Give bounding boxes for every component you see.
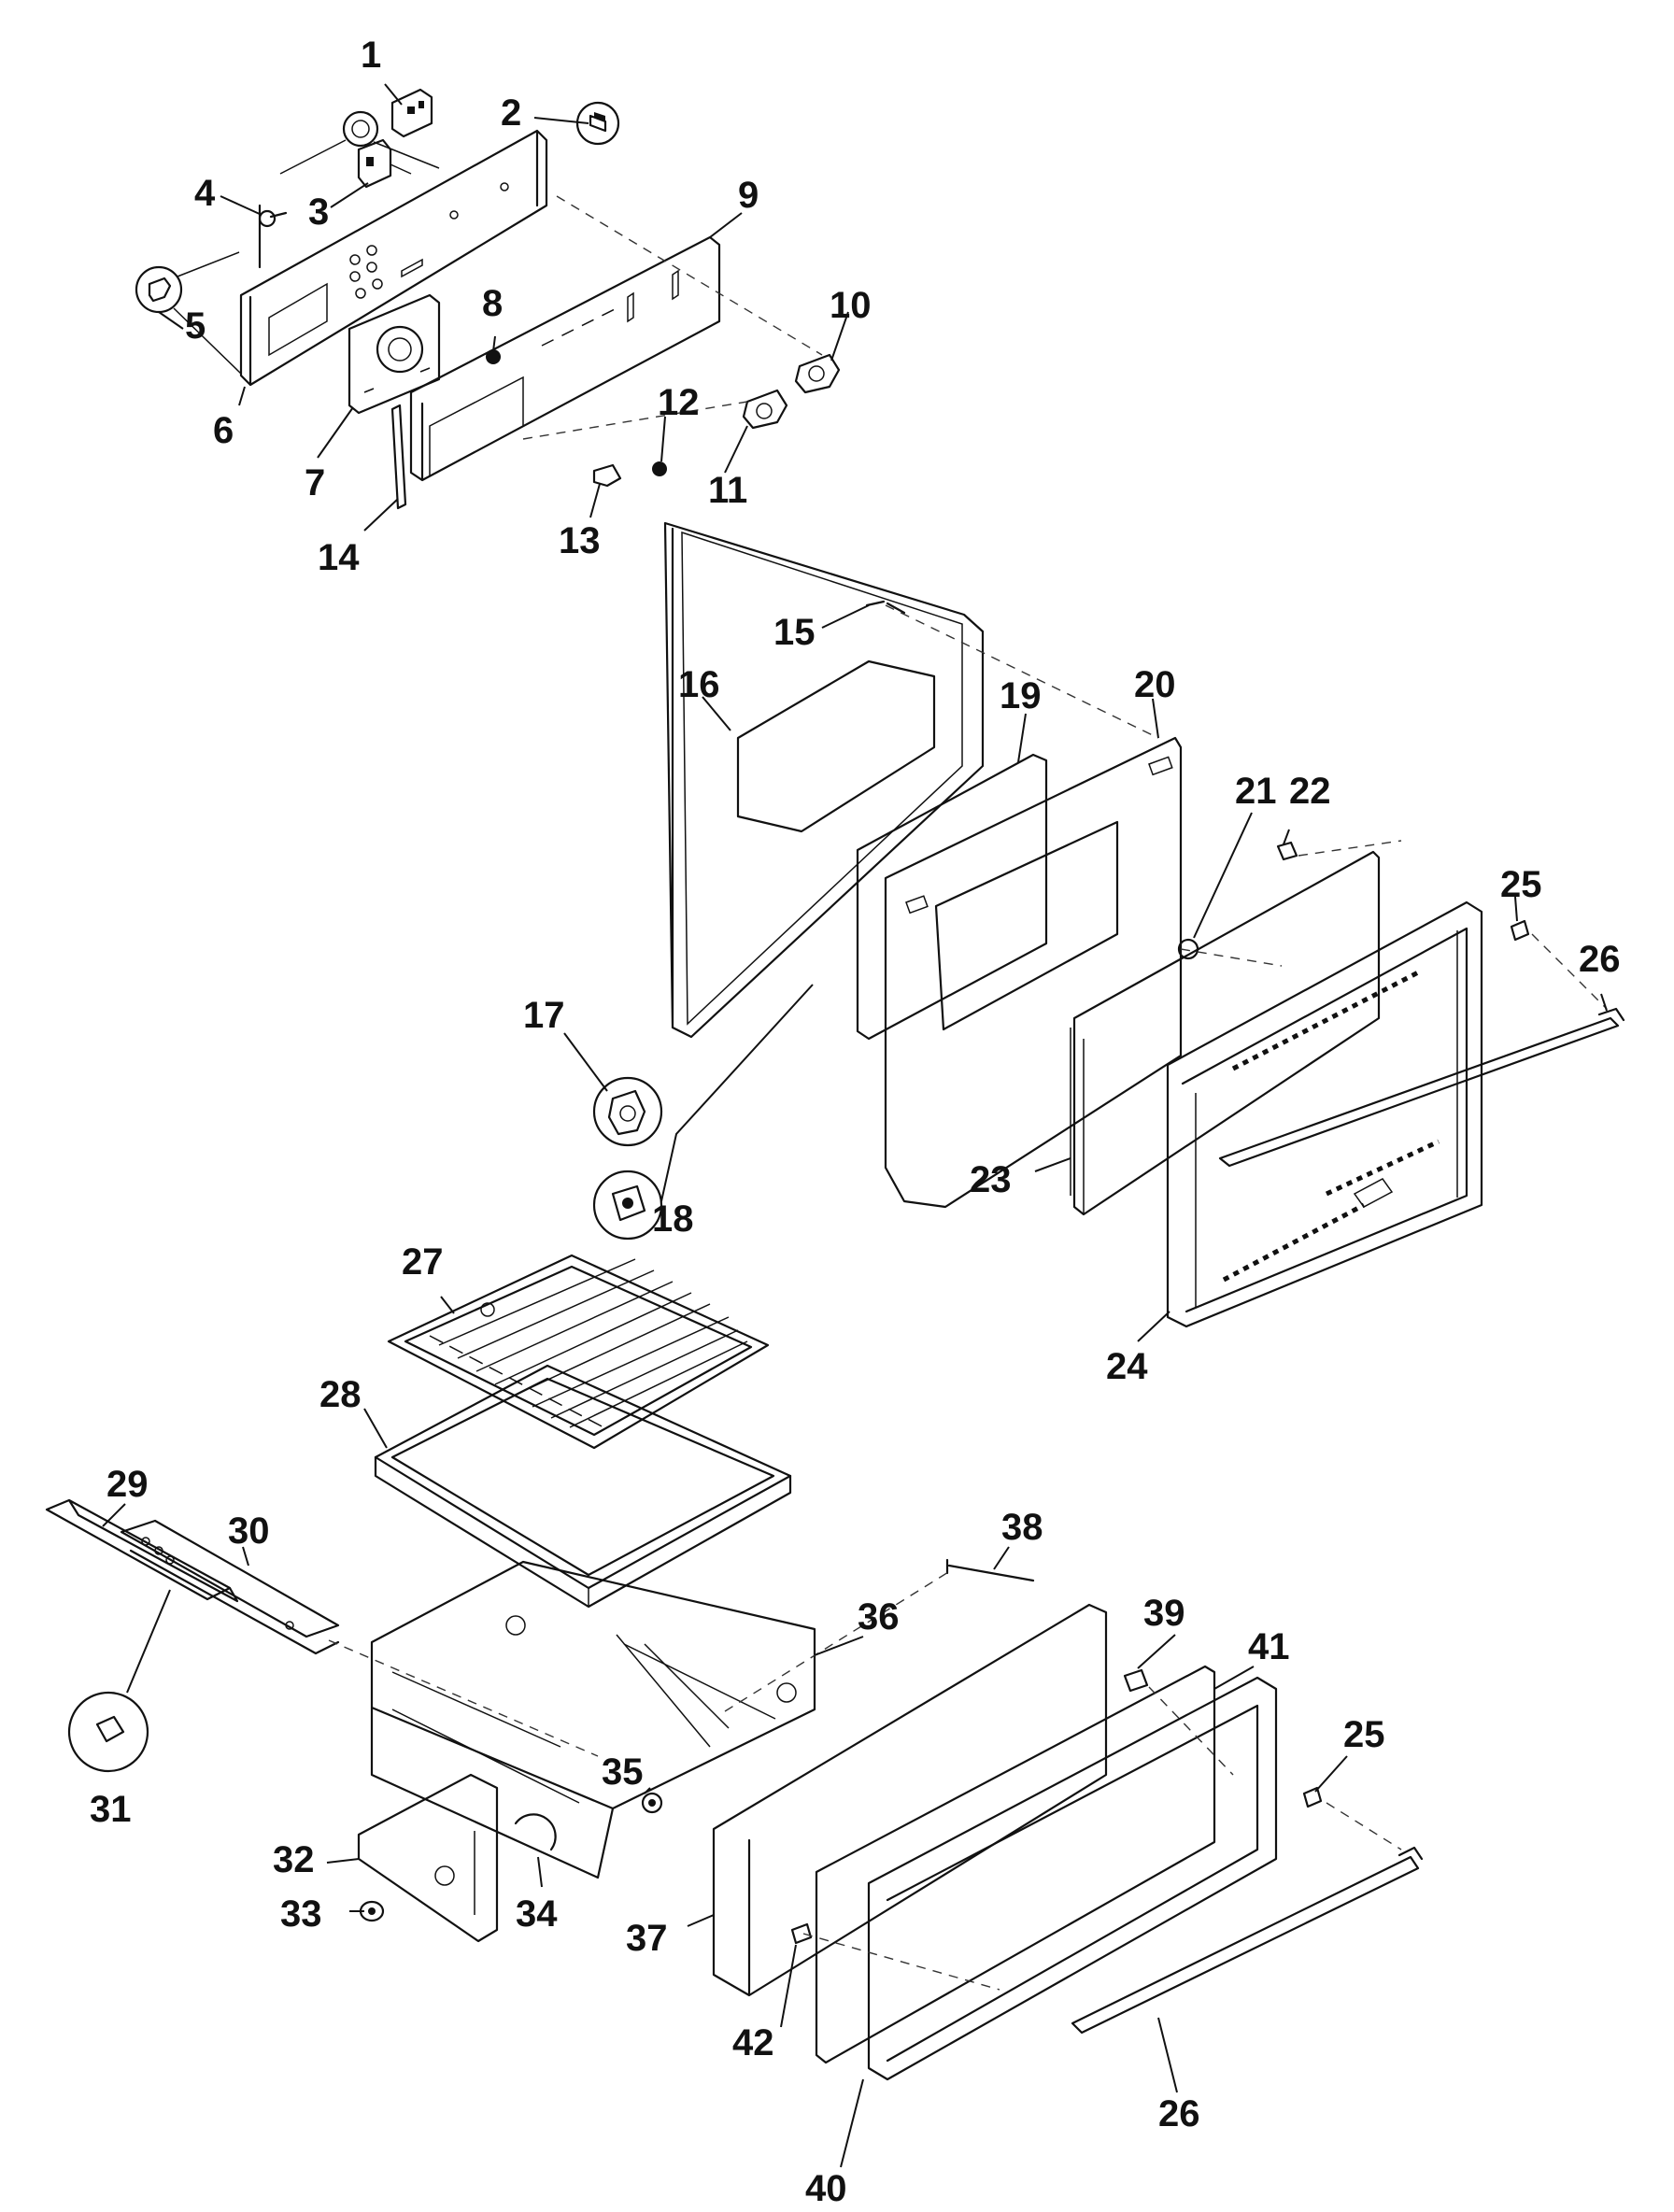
trim-strip [390, 404, 407, 510]
callout-41: 41 [1248, 1626, 1290, 1667]
callout-9: 9 [738, 175, 759, 216]
drawer-handle-bracket [1302, 1786, 1323, 1808]
hinge-clip [592, 1076, 663, 1147]
callout-3: 3 [308, 191, 329, 233]
broiler-drawer-body [370, 1560, 816, 1879]
handle-bracket [1510, 919, 1530, 942]
spacer [1276, 841, 1298, 861]
knob-13 [592, 463, 622, 488]
callout-17: 17 [523, 995, 565, 1036]
rail-holes [141, 1537, 294, 1630]
callout-31: 31 [90, 1789, 132, 1830]
callout-24: 24 [1106, 1346, 1148, 1387]
door-frame [1166, 900, 1483, 1328]
callout-16: 16 [678, 664, 720, 705]
callout-5: 5 [185, 305, 206, 347]
inner-door-panel [663, 521, 985, 1039]
callout-13: 13 [559, 520, 601, 561]
callout-22: 22 [1289, 771, 1331, 812]
clip [258, 204, 288, 269]
control-panel-backplate [239, 129, 548, 387]
drawer-handle [1071, 1846, 1424, 2035]
callout-39: 39 [1143, 1593, 1185, 1634]
long-screw [945, 1558, 1035, 1582]
callout-25-drawer: 25 [1343, 1714, 1385, 1755]
broiler-drawer-group [45, 1254, 1424, 2081]
callout-28: 28 [319, 1374, 362, 1415]
callout-11: 11 [708, 470, 747, 511]
door-frame-perforations [1222, 969, 1440, 1283]
drawer-spacer [1123, 1668, 1149, 1693]
callout-1: 1 [361, 35, 381, 76]
thermostat [279, 88, 440, 175]
callout-32: 32 [273, 1839, 315, 1880]
callout-42: 42 [732, 2022, 774, 2063]
callout-36: 36 [858, 1596, 900, 1638]
broiler-pan [374, 1364, 792, 1609]
callout-38: 38 [1001, 1507, 1043, 1548]
callout-4: 4 [194, 173, 216, 214]
door-glass [1072, 850, 1381, 1216]
oven-door-group [592, 521, 1625, 1328]
front-panel-slots [541, 269, 679, 347]
knob-10 [794, 353, 841, 394]
callout-26-door: 26 [1579, 939, 1621, 980]
door-liner [884, 736, 1183, 1209]
callout-20: 20 [1134, 664, 1176, 705]
knob-11 [742, 389, 788, 430]
callout-40: 40 [805, 2168, 847, 2209]
leader-lines [102, 83, 1608, 2168]
spring-clip [514, 1813, 557, 1851]
knob-dot [652, 461, 667, 476]
callout-19: 19 [1000, 675, 1042, 716]
callout-15: 15 [773, 612, 816, 653]
drawer-insulation [815, 1665, 1216, 2064]
callout-6: 6 [213, 410, 234, 451]
door-insulation [856, 753, 1048, 1041]
callout-23: 23 [970, 1159, 1012, 1200]
callout-labels: 1 2 3 4 5 6 7 8 9 10 11 12 13 14 15 16 1… [90, 35, 1621, 2209]
backplate-holes [349, 182, 509, 299]
knob-stem [486, 349, 501, 364]
door-liner-window [934, 820, 1119, 1031]
callout-37: 37 [626, 1918, 668, 1959]
rail-bracket [120, 1519, 340, 1655]
callout-2: 2 [501, 92, 521, 134]
callout-26-drawer: 26 [1158, 2093, 1200, 2134]
drawer-front-frame [867, 1676, 1278, 2081]
callout-18: 18 [652, 1198, 694, 1240]
drawer-bottom-screw [790, 1922, 813, 1945]
callout-27: 27 [402, 1241, 444, 1283]
door-screw [865, 600, 906, 615]
front-panel-window [429, 376, 524, 478]
drawer-inner-panel [712, 1603, 1108, 1997]
callout-34: 34 [516, 1893, 558, 1935]
door-handle [1218, 1007, 1625, 1168]
broiler-grid [387, 1254, 770, 1450]
callout-35: 35 [602, 1751, 644, 1793]
callout-14: 14 [318, 537, 360, 578]
callout-21: 21 [1235, 771, 1277, 812]
callout-8: 8 [482, 283, 503, 324]
callout-10: 10 [830, 285, 872, 326]
screw [575, 101, 620, 146]
drawer-screw [641, 1792, 663, 1814]
inner-door-window [736, 659, 936, 833]
backplate-window [268, 282, 328, 357]
clock-timer [348, 293, 441, 415]
callout-7: 7 [305, 462, 325, 503]
callout-30: 30 [228, 1510, 270, 1552]
square-nut [592, 1170, 663, 1241]
callout-12: 12 [658, 382, 700, 423]
infinite-switch [357, 138, 412, 189]
rail-roller [67, 1691, 149, 1773]
callout-25-door: 25 [1500, 864, 1542, 905]
callout-33: 33 [280, 1893, 322, 1935]
callout-29: 29 [106, 1464, 149, 1505]
